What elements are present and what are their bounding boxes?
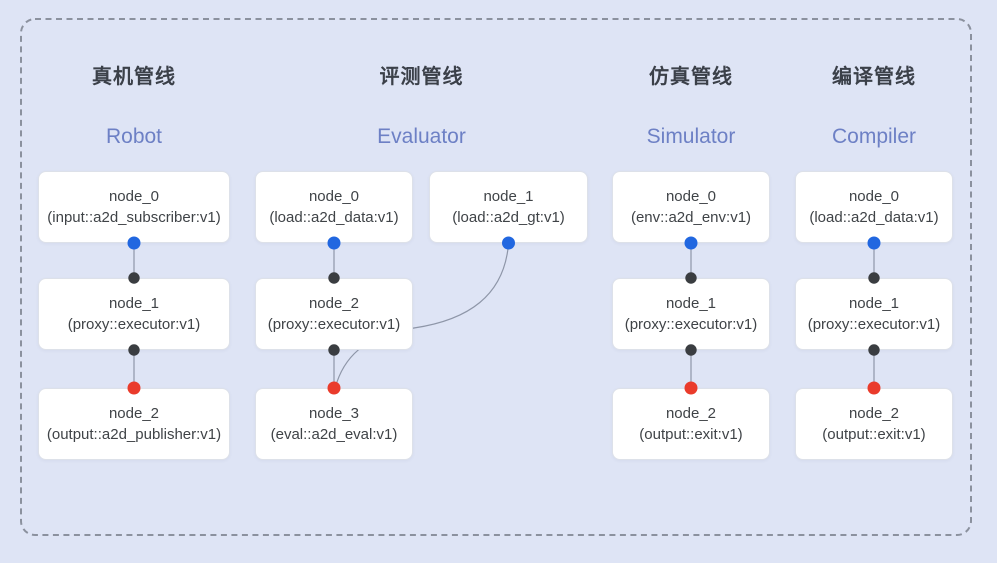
node-name: node_2 (665, 404, 717, 422)
node-type: (input::a2d_subscriber:v1) (47, 208, 221, 226)
node-type: (load::a2d_data:v1) (269, 208, 399, 226)
pipeline-title-en-simulator: Simulator (646, 125, 736, 148)
node-robot-0: node_0 (input::a2d_subscriber:v1) (38, 171, 230, 243)
node-evaluator-0: node_0 (load::a2d_data:v1) (255, 171, 413, 243)
node-name: node_2 (108, 404, 160, 422)
node-type: (load::a2d_data:v1) (809, 208, 939, 226)
node-type: (output::exit:v1) (822, 425, 926, 443)
node-name: node_0 (665, 187, 717, 205)
node-name: node_0 (108, 187, 160, 205)
node-name: node_0 (308, 187, 360, 205)
node-evaluator-3: node_3 (eval::a2d_eval:v1) (255, 388, 413, 460)
node-name: node_1 (665, 294, 717, 312)
node-name: node_1 (483, 187, 534, 205)
node-type: (proxy::executor:v1) (67, 315, 201, 333)
node-simulator-2: node_2 (output::exit:v1) (612, 388, 770, 460)
node-compiler-2: node_2 (output::exit:v1) (795, 388, 953, 460)
node-robot-2: node_2 (output::a2d_publisher:v1) (38, 388, 230, 460)
pipeline-title-en-evaluator: Evaluator (377, 125, 466, 148)
node-type: (eval::a2d_eval:v1) (270, 425, 398, 443)
pipeline-title-zh-simulator: 仿真管线 (649, 66, 733, 88)
node-type: (output::a2d_publisher:v1) (46, 425, 222, 443)
node-evaluator-2: node_2 (proxy::executor:v1) (255, 278, 413, 350)
node-simulator-1: node_1 (proxy::executor:v1) (612, 278, 770, 350)
pipeline-title-zh-evaluator: 评测管线 (379, 66, 464, 88)
node-type: (proxy::executor:v1) (267, 315, 401, 333)
node-name: node_1 (848, 294, 900, 312)
node-name: node_1 (108, 294, 160, 312)
node-simulator-0: node_0 (env::a2d_env:v1) (612, 171, 770, 243)
node-type: (proxy::executor:v1) (624, 315, 758, 333)
node-robot-1: node_1 (proxy::executor:v1) (38, 278, 230, 350)
pipeline-title-zh-robot: 真机管线 (92, 66, 176, 88)
node-name: node_2 (308, 294, 360, 312)
node-compiler-0: node_0 (load::a2d_data:v1) (795, 171, 953, 243)
node-type: (output::exit:v1) (639, 425, 743, 443)
pipeline-title-en-robot: Robot (105, 125, 163, 148)
node-type: (proxy::executor:v1) (807, 315, 941, 333)
node-type: (env::a2d_env:v1) (630, 208, 752, 226)
node-compiler-1: node_1 (proxy::executor:v1) (795, 278, 953, 350)
node-evaluator-1: node_1 (load::a2d_gt:v1) (429, 171, 588, 243)
node-name: node_2 (848, 404, 900, 422)
pipeline-title-en-compiler: Compiler (831, 125, 917, 148)
pipeline-title-zh-compiler: 编译管线 (832, 66, 916, 88)
node-type: (load::a2d_gt:v1) (452, 208, 565, 226)
node-name: node_3 (308, 404, 360, 422)
node-name: node_0 (848, 187, 900, 205)
